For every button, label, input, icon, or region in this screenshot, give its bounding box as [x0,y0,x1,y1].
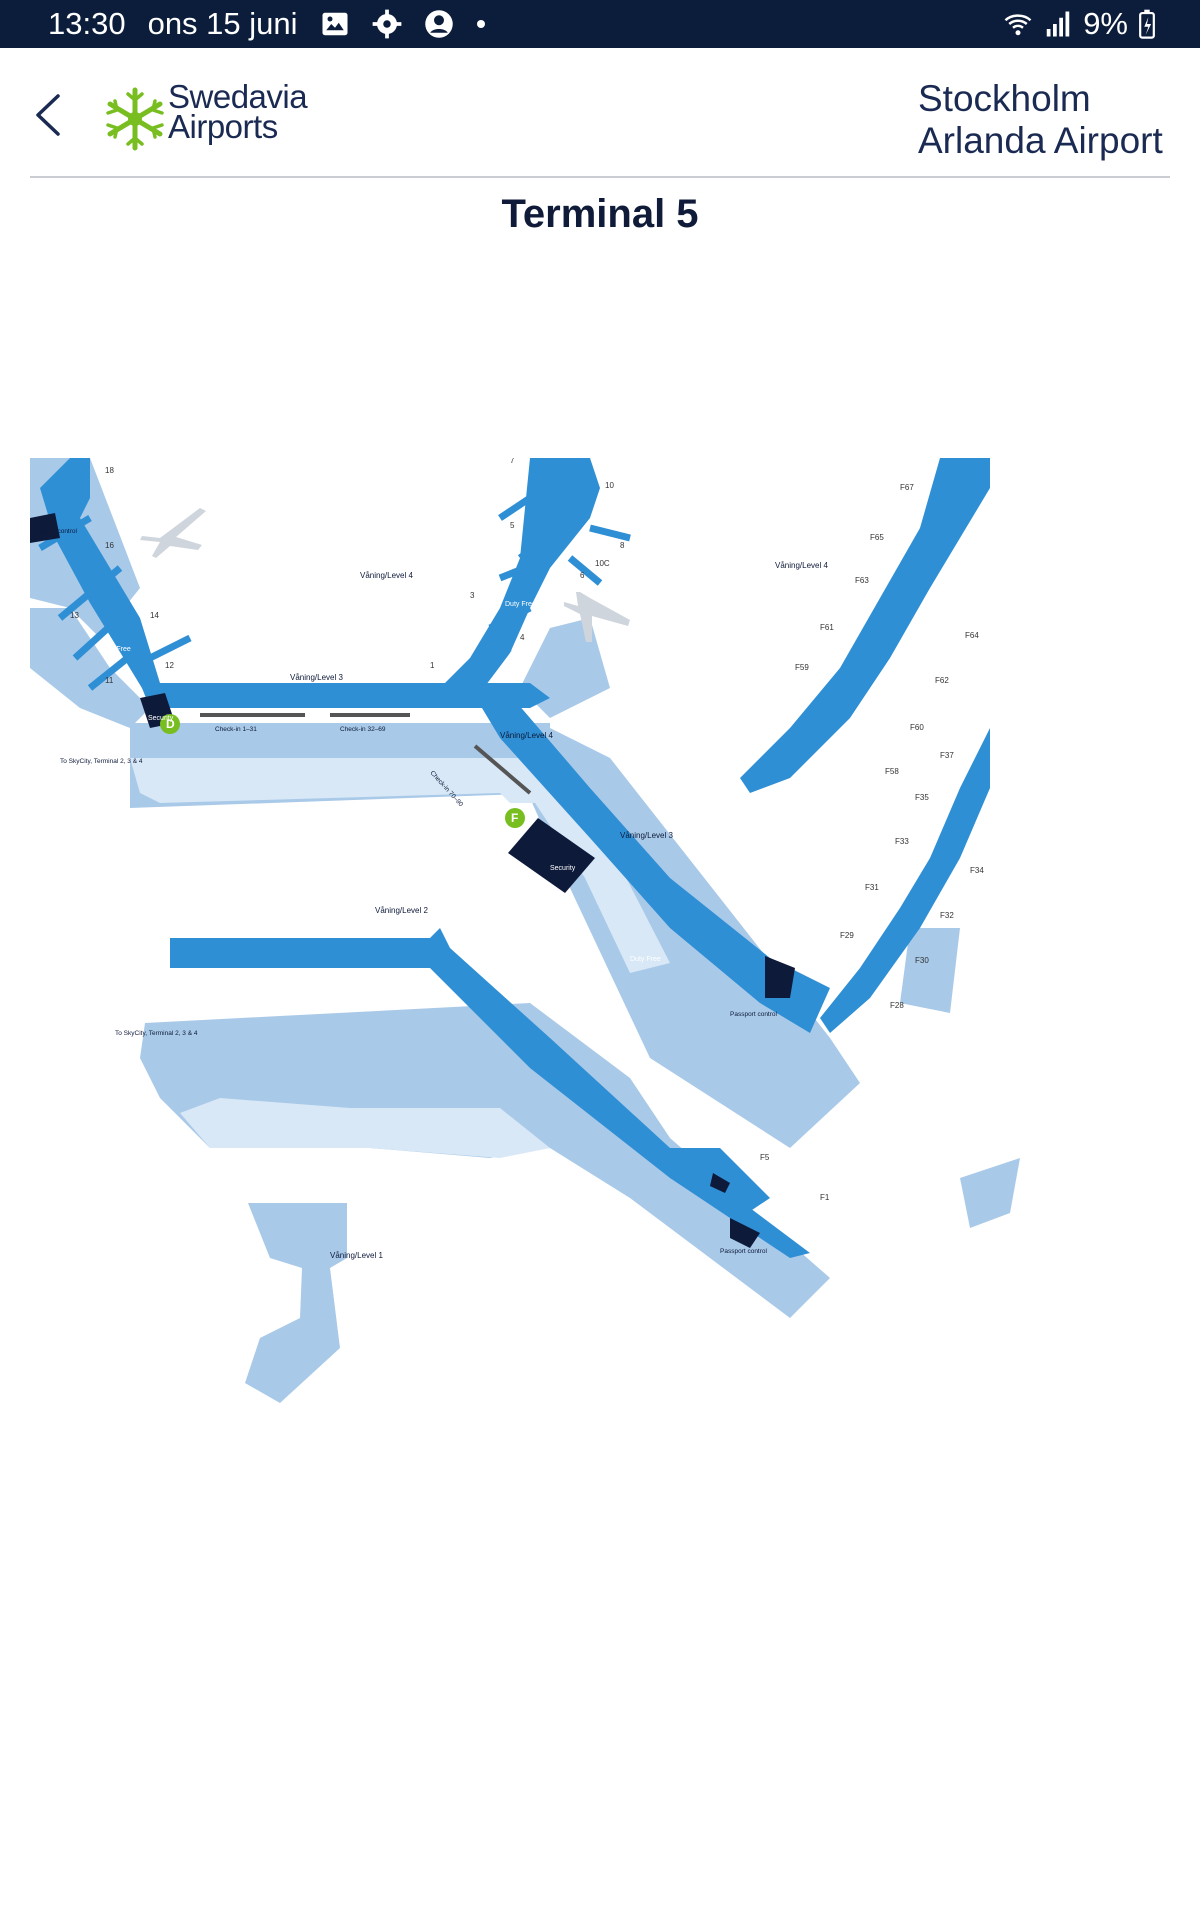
back-arrow-icon[interactable] [30,92,70,138]
settings-gear-icon [372,9,401,39]
app-header: Swedavia Airports Stockholm Arlanda Airp… [30,48,1170,178]
gate-label: F31 [865,883,879,892]
wifi-icon [1004,14,1032,36]
gate-label: F1 [820,1193,830,1202]
gate-label: F35 [915,793,929,802]
gate-label: 3 [470,591,475,600]
gate-label: 16 [105,541,114,550]
pier-f-marker [505,808,525,828]
gate-label: F33 [895,837,909,846]
label-passport-control-bottom: Passport control [720,1248,768,1255]
gate-label: F60 [910,723,924,732]
label-duty-free-right: Duty Free [630,956,661,963]
level-label-l3-right: Våning/Level 3 [620,831,673,840]
level-label-l3-left: Våning/Level 3 [290,673,343,682]
label-security-f: Security [550,865,576,872]
gate-label: 14 [150,611,159,620]
gate-label: F28 [890,1001,904,1010]
gate-label: F58 [885,767,899,776]
airport-name: Stockholm Arlanda Airport [918,78,1170,162]
status-time: 13:30 [48,6,126,41]
airport-line-1: Stockholm [918,78,1091,119]
brand-line-1: Swedavia [168,78,308,115]
gate-label: 13 [70,611,79,620]
label-security-d: Security [148,715,174,722]
gate-label: F62 [935,676,949,685]
gate-label: 18 [105,466,114,475]
level-label-l4-top: Våning/Level 4 [360,571,413,580]
gate-label: 5 [510,521,515,530]
gate-label: 10 [605,481,614,490]
pier-d-letter: D [166,717,175,731]
level-label-l4-right: Våning/Level 4 [775,561,828,570]
signal-icon [1046,11,1070,37]
gate-label: 10C [595,559,610,568]
level-label-l1: Våning/Level 1 [330,1251,383,1260]
gate-label: F30 [915,956,929,965]
label-duty-free-mid: Duty Free [505,601,536,608]
airplane-icons [140,508,630,642]
pier-f-letter: F [511,811,518,825]
gate-label: F65 [870,533,884,542]
gate-label: F59 [795,663,809,672]
gate-label: 8 [620,541,625,550]
gate-label: F32 [940,911,954,920]
gate-label: F67 [900,483,914,492]
gate-label: F5 [760,1153,770,1162]
label-checkin-32-69: Check-in 32–69 [340,726,386,733]
label-passport-control-right: Passport control [730,1011,778,1018]
gate-label: 4 [520,633,525,642]
level-label-l2: Våning/Level 2 [375,906,428,915]
gate-label: F34 [970,866,984,875]
battery-charging-icon [1139,9,1155,39]
label-skycity-upper: To SkyCity, Terminal 2, 3 & 4 [60,758,143,765]
gate-label: 12 [165,661,174,670]
battery-percent: 9% [1083,6,1128,41]
label-checkin-1-31: Check-in 1–31 [215,726,257,733]
terminal-map-svg[interactable]: Våning/Level 3 Våning/Level 4 Våning/Lev… [30,458,1171,1438]
label-skycity-lower: To SkyCity, Terminal 2, 3 & 4 [115,1030,198,1037]
terminal-map[interactable]: Våning/Level 3 Våning/Level 4 Våning/Lev… [30,458,1171,1438]
gate-label: F63 [855,576,869,585]
label-duty-free-left: Duty Free [100,646,131,653]
brand-name: Swedavia Airports [168,78,308,145]
gate-label: F64 [965,631,979,640]
label-passport-control-left: Passport control [30,528,78,535]
airport-line-2: Arlanda Airport [918,120,1163,161]
gate-label: F37 [940,751,954,760]
pier-d-marker [160,714,180,734]
image-icon [322,12,348,36]
notification-dot-icon [476,20,485,28]
account-icon [424,10,453,38]
gate-label: 11 [105,676,114,685]
gate-label: 7 [510,458,515,465]
page-title: Terminal 5 [501,192,699,236]
gate-label: 6 [580,571,585,580]
gate-label: F29 [840,931,854,940]
gate-label: F61 [820,623,834,632]
swedavia-snowflake-logo [106,87,164,151]
level-label-l4-mid: Våning/Level 4 [500,731,553,740]
brand-line-2: Airports [168,108,278,145]
gate-label: 1 [430,661,435,670]
status-bar: 13:30 ons 15 juni 9% [0,0,1200,48]
status-date: ons 15 juni [147,6,298,41]
